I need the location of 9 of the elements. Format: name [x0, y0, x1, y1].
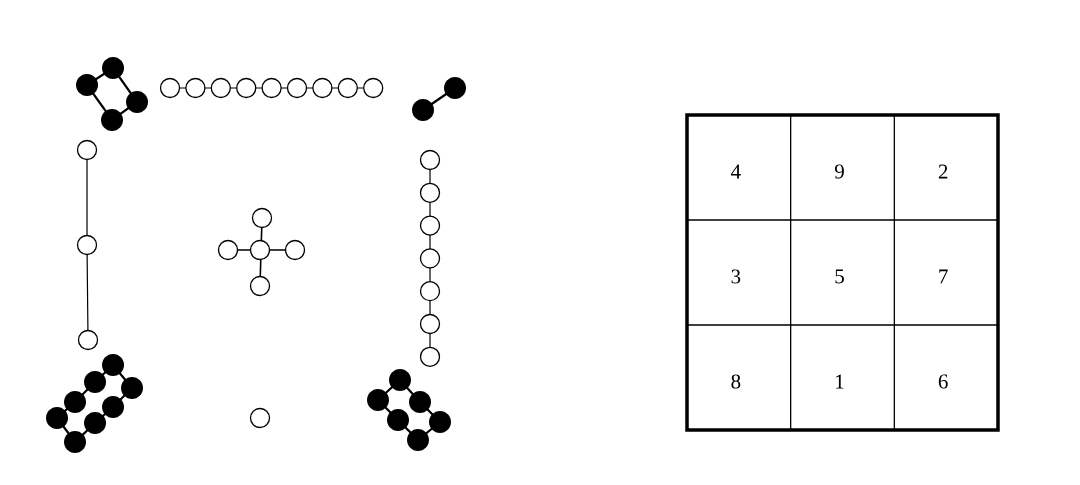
- cell-number: 6: [938, 374, 948, 389]
- cell-number: 7: [939, 269, 948, 284]
- cell-number: 5: [835, 269, 844, 284]
- cell-number: 3: [731, 269, 741, 284]
- cell-number: 2: [938, 164, 948, 179]
- cell-number: 4: [731, 164, 741, 179]
- cell-number: 1: [836, 374, 844, 389]
- cell-number: 9: [834, 164, 844, 179]
- cell-number: 8: [731, 374, 741, 389]
